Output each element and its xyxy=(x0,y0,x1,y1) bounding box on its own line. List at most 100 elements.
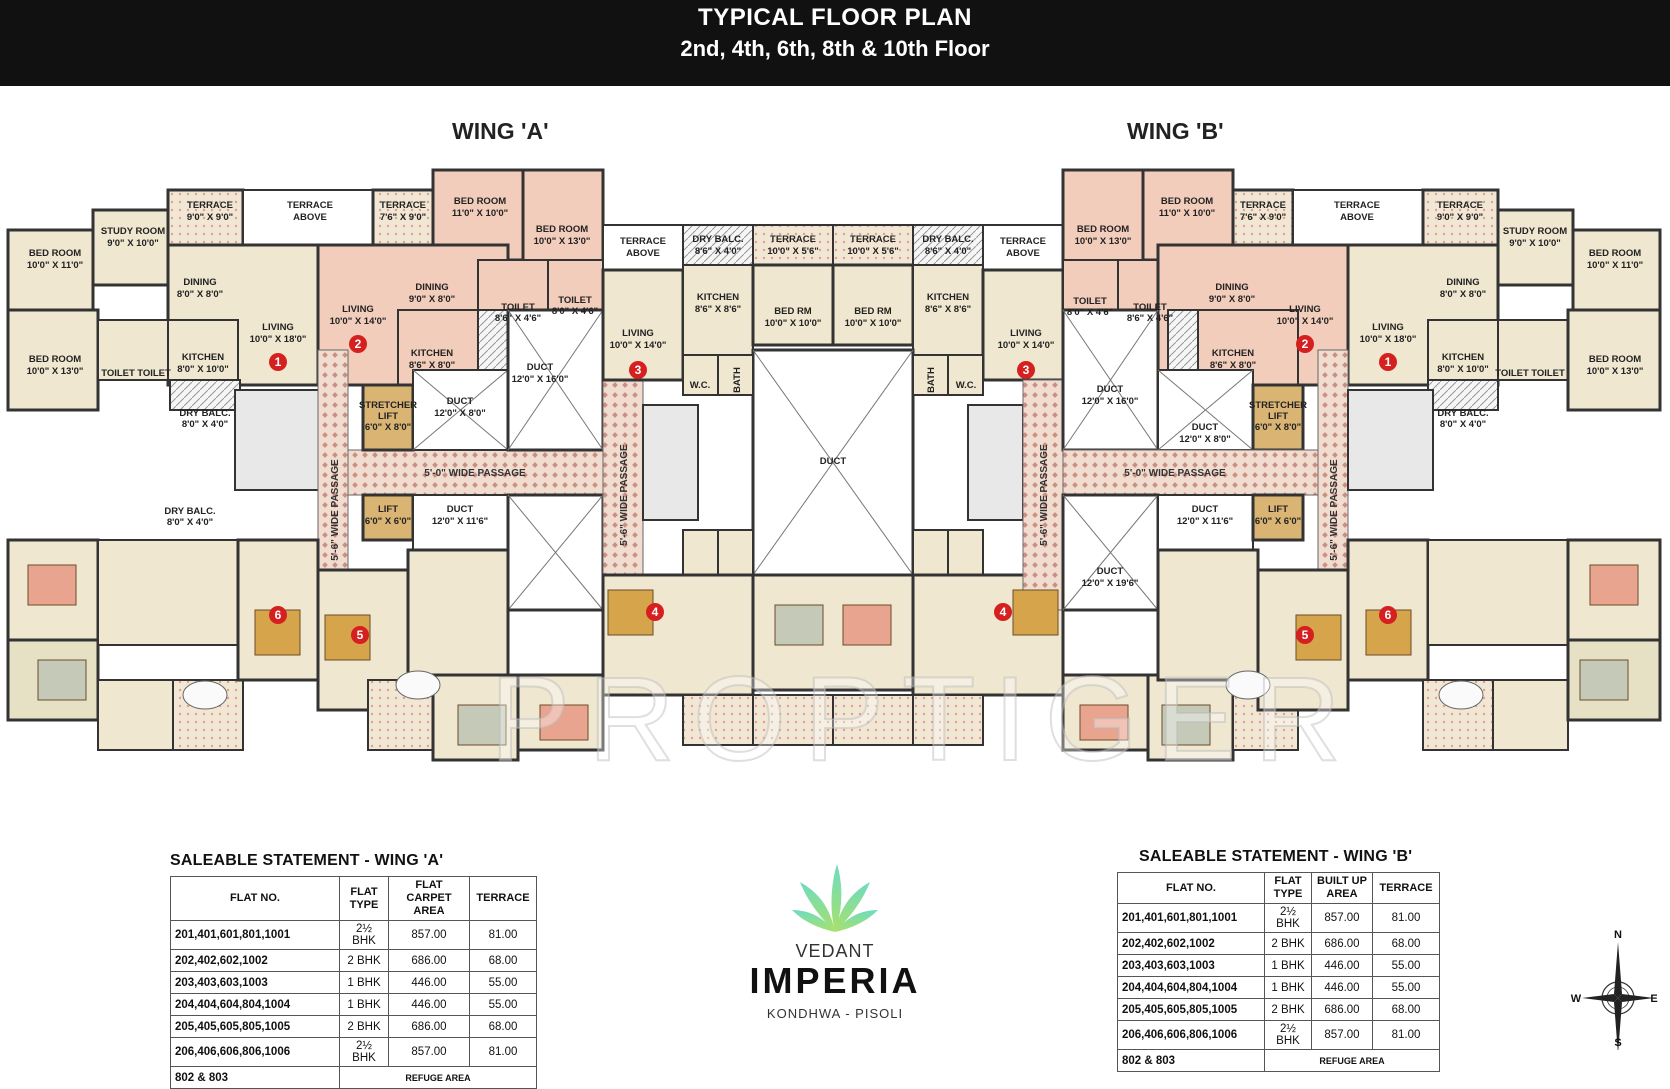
dining-table-wing-a-5 xyxy=(395,670,441,700)
wing-a-staircase xyxy=(234,389,321,491)
bed-wing-a-6 xyxy=(27,564,77,606)
label-b-bed1-size: 10'0" X 13'0" xyxy=(1075,236,1132,247)
label-a-passage-v: 5'-6" WIDE PASSAGE xyxy=(330,459,341,561)
label-c-bath: BATH xyxy=(732,367,743,393)
label-b-study-size: 9'0" X 10'0" xyxy=(1509,238,1561,249)
label-b-kitchen1-size: 8'6" X 8'0" xyxy=(1210,360,1256,371)
wing-a-duct-3 xyxy=(412,494,509,551)
label-b-stretcher-size: 6'0" X 8'0" xyxy=(1255,422,1301,433)
flat-marker-2b-text: 2 xyxy=(1302,337,1309,351)
label-a-dining1: DINING xyxy=(183,277,216,288)
label-b-duct3-size: 12'0" X 11'6" xyxy=(1177,516,1233,527)
center-bath-lower-left xyxy=(717,529,754,576)
statement-b-cell: 206,406,606,806,1006 xyxy=(1117,1020,1265,1050)
center-wc-upper-right xyxy=(947,354,984,396)
label-a-toilet3-size: 8'6" X 4'6" xyxy=(495,313,541,324)
label-a-passage-v2: 5'-6" WIDE PASSAGE xyxy=(619,444,630,546)
bed-wing-a-5b xyxy=(539,704,589,741)
statement-b-cell: 686.00 xyxy=(1311,998,1373,1021)
label-b-dining2-size: 8'0" X 8'0" xyxy=(1440,289,1486,300)
statement-a-cell: 204,404,604,804,1004 xyxy=(170,993,340,1016)
wing-a-core xyxy=(234,308,699,651)
statement-a-col-terrace: TERRACE xyxy=(469,876,537,921)
label-a-duct3: DUCT xyxy=(447,504,474,515)
label-b-terrace1-size: 7'6" X 9'0" xyxy=(1240,212,1286,223)
statement-a-title: SALEABLE STATEMENT - WING 'A' xyxy=(170,852,444,869)
wing-b-kitchen-2 xyxy=(1427,319,1499,381)
label-b-dining1: DINING xyxy=(1215,282,1248,293)
label-a-bed3-size: 10'0" X 13'0" xyxy=(534,236,591,247)
label-b-duct3: DUCT xyxy=(1192,504,1219,515)
flat-marker-3b xyxy=(1017,361,1035,379)
label-c-kitchen4: KITCHEN xyxy=(927,292,969,303)
label-c-bedrm1: BED RM xyxy=(774,306,812,317)
wing-b-study-room xyxy=(1496,208,1575,287)
flat-marker-4a-text: 4 xyxy=(652,605,659,619)
label-c-duct: DUCT xyxy=(820,456,847,467)
label-c-kitchen3-size: 8'6" X 8'6" xyxy=(695,304,741,315)
label-b-terrace-above: TERRACE xyxy=(1334,200,1380,211)
label-c-living3-size: 10'0" X 14'0" xyxy=(610,340,667,351)
dining-table-wing-b-5 xyxy=(1225,670,1271,700)
compass-s: S xyxy=(1614,1037,1621,1049)
center-bed-rm-1 xyxy=(751,263,835,347)
label-b-kitchen2: KITCHEN xyxy=(1442,352,1484,363)
label-a-terrace-above-2: ABOVE xyxy=(293,212,327,223)
statement-a-cell: 446.00 xyxy=(388,993,470,1016)
table-row: 203,403,603,1003 1 BHK 446.00 55.00 xyxy=(1117,954,1440,977)
label-b-bed3: BED ROOM xyxy=(1589,248,1641,259)
center-terrace-lower-mid-1 xyxy=(752,694,834,746)
dining-table-wing-a-6 xyxy=(182,680,228,710)
flat-marker-6b-text: 6 xyxy=(1385,608,1392,622)
statement-a-cell: 202,402,602,1002 xyxy=(170,949,340,972)
label-a-kitchen2: KITCHEN xyxy=(411,348,453,359)
label-b-bed4-size: 10'0" X 13'0" xyxy=(1587,366,1644,377)
label-a-toilet4: TOILET xyxy=(558,295,592,306)
flat-marker-2a-text: 2 xyxy=(355,337,362,351)
statement-a-cell: 201,401,601,801,1001 xyxy=(170,920,340,950)
label-b-stretcher-2: LIFT xyxy=(1268,411,1288,422)
flat-marker-1b xyxy=(1379,353,1397,371)
wing-b-vertical-passage-2 xyxy=(1022,379,1064,611)
statement-a-cell: 2½ BHK xyxy=(339,1037,389,1067)
statement-b-cell: 81.00 xyxy=(1372,1020,1440,1050)
flat-marker-1a xyxy=(269,353,287,371)
center-kitchen-4 xyxy=(912,264,984,356)
label-b-duct1-size: 12'0" X 16'0" xyxy=(1082,396,1139,407)
statement-a-header-row: FLAT NO. FLAT TYPE FLAT CARPET AREA TERR… xyxy=(170,876,537,921)
bed-wing-b-6 xyxy=(1589,564,1639,606)
statement-a-cell: 68.00 xyxy=(469,1015,537,1038)
label-b-living2: LIVING xyxy=(1372,322,1404,333)
statement-b-cell: 203,403,603,1003 xyxy=(1117,954,1265,977)
label-b-terrace-above-2: ABOVE xyxy=(1340,212,1374,223)
flat-marker-5b xyxy=(1296,626,1314,644)
brand-name-main: IMPERIA xyxy=(749,960,921,1001)
label-a-living1: LIVING xyxy=(262,322,294,333)
center-wc-upper-left xyxy=(682,354,719,396)
statement-a-cell: 205,405,605,805,1005 xyxy=(170,1015,340,1038)
label-c-bedrm2: BED RM xyxy=(854,306,892,317)
label-c-bedrm2-size: 10'0" X 10'0" xyxy=(845,318,902,329)
statement-b-col-terrace: TERRACE xyxy=(1372,872,1440,904)
brand-logo: VEDANT IMPERIA KONDHWA - PISOLI xyxy=(740,862,930,1021)
label-a-terrace1-size: 9'0" X 9'0" xyxy=(187,212,233,223)
statement-a-col-area: FLAT CARPET AREA xyxy=(388,876,470,921)
leaf-logo-icon xyxy=(792,864,878,932)
center-living-3 xyxy=(601,268,685,382)
bed-wing-a-5 xyxy=(457,704,507,746)
statement-b-cell: 1 BHK xyxy=(1264,954,1312,977)
statement-b-table: FLAT NO. FLAT TYPE BUILT UP AREA TERRACE… xyxy=(1117,872,1440,1072)
bed-wing-b-5 xyxy=(1079,704,1129,741)
wing-a-bed-room-4 xyxy=(6,308,100,412)
compass-rose-icon: N S W E xyxy=(1571,929,1658,1050)
label-b-duct4-size: 12'0" X 19'6" xyxy=(1082,578,1139,589)
center-wc-lower-right xyxy=(947,529,984,576)
label-a-drybalc3-size: 8'0" X 4'0" xyxy=(167,517,213,528)
label-b-toilet4: TOILET xyxy=(1531,368,1565,379)
statement-a-cell: 1 BHK xyxy=(339,971,389,994)
flat-marker-1a-text: 1 xyxy=(275,355,282,369)
label-b-duct4: DUCT xyxy=(1097,566,1124,577)
flat-marker-2b xyxy=(1296,335,1314,353)
flat-marker-1b-text: 1 xyxy=(1385,355,1392,369)
center-bath-lower-right xyxy=(912,529,949,576)
